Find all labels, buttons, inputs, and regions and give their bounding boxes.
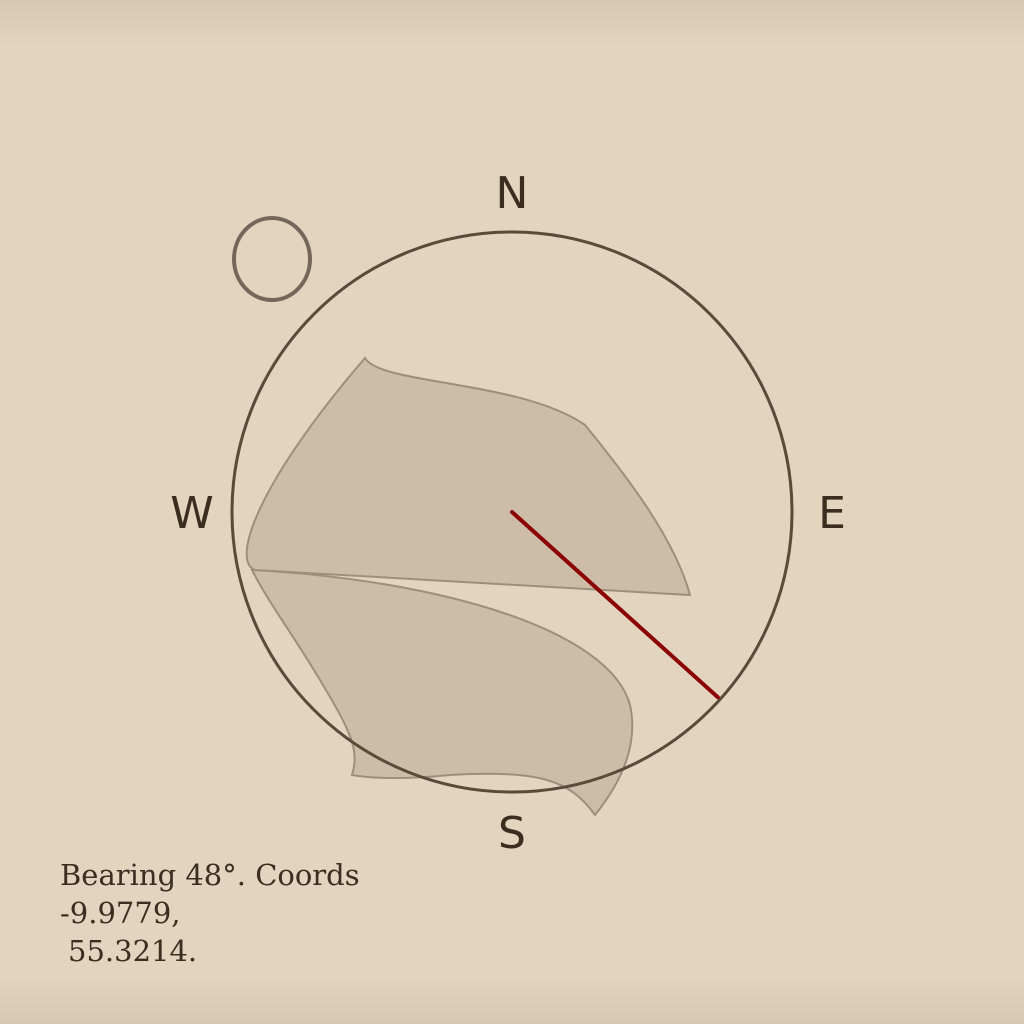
cardinal-west-label: W	[170, 488, 214, 539]
caption-line-2: 55.3214.	[68, 934, 198, 968]
land-mass-south	[250, 568, 634, 817]
bearing-caption: Bearing 48°. Coords -9.9779, 55.3214.	[60, 856, 480, 970]
cardinal-north-label: N	[496, 168, 529, 219]
land-mass-north	[245, 356, 692, 597]
compass-ring	[230, 230, 794, 794]
cardinal-east-label: E	[818, 488, 846, 539]
cardinal-south-label: S	[498, 808, 526, 859]
caption-line-1: Bearing 48°. Coords -9.9779,	[60, 858, 360, 930]
bearing-needle	[510, 510, 720, 700]
oval-marker[interactable]	[232, 216, 312, 302]
